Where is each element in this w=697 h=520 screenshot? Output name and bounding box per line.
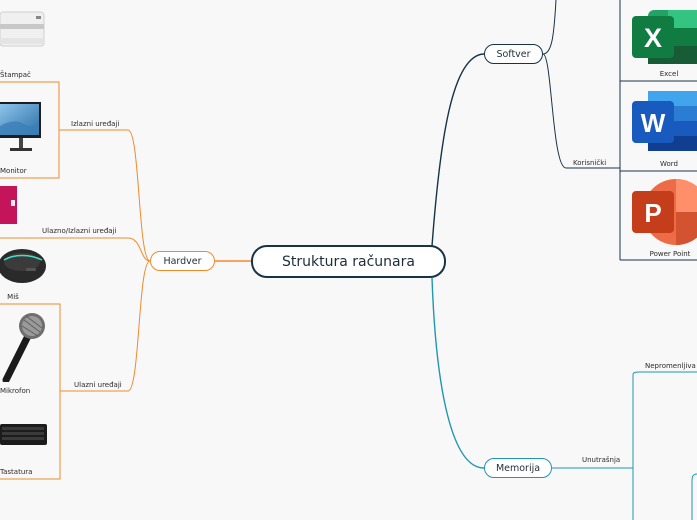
topic-hardver-label: Hardver: [163, 255, 202, 267]
microphone-icon: [2, 313, 45, 382]
topic-softver-label: Softver: [496, 48, 531, 60]
subtopic-ulazni-uredjaji[interactable]: Ulazni uređaji: [74, 381, 122, 389]
connector-nepromenljiva: [632, 371, 697, 376]
connector-central-softver: [431, 53, 485, 247]
app-excel-caption: Excel: [659, 70, 679, 78]
powerpoint-icon: P: [632, 179, 697, 245]
connector-memorija-next: [691, 473, 697, 520]
monitor-icon: [0, 102, 41, 151]
connector-central-memorija: [431, 277, 485, 469]
topic-memorija-label: Memorija: [495, 462, 541, 474]
app-word-caption: Word: [660, 160, 678, 168]
item-tastatura[interactable]: Tastatura: [0, 468, 33, 476]
svg-text:X: X: [644, 23, 662, 53]
connector-softver-korisnicki: [542, 53, 620, 169]
excel-icon: X: [632, 10, 697, 64]
printer-icon: [0, 11, 45, 47]
topic-memorija[interactable]: Memorija: [484, 458, 552, 478]
item-mis[interactable]: Miš: [7, 293, 19, 301]
mouse-icon: [0, 249, 46, 283]
frame-ulazni: [0, 303, 61, 480]
subtopic-ulazno-izlazni-uredjaji[interactable]: Ulazno/Izlazni uređaji: [42, 227, 117, 235]
connector-hardver-ulazno-izlazni: [0, 237, 151, 262]
svg-text:P: P: [644, 198, 661, 228]
topic-hardver[interactable]: Hardver: [150, 251, 215, 271]
svg-text:W: W: [641, 108, 666, 138]
item-monitor[interactable]: Monitor: [0, 167, 27, 175]
app-powerpoint-caption: Power Point: [649, 250, 691, 258]
connector-softver-up: [542, 0, 557, 55]
hardware-image-icon: [0, 186, 17, 224]
frame-izlazni: [0, 81, 60, 179]
subtopic-izlazni-uredjaji[interactable]: Izlazni uređaji: [71, 120, 120, 128]
word-icon: W: [632, 91, 697, 151]
subtopic-unutrasnja[interactable]: Unutrašnja: [582, 456, 621, 464]
subtopic-nepromenljiva[interactable]: Nepromenljiva: [645, 362, 696, 370]
central-topic[interactable]: Struktura računara: [251, 245, 446, 278]
keyboard-icon: [0, 424, 47, 445]
item-stampac[interactable]: Štampač: [0, 71, 31, 79]
central-topic-label: Struktura računara: [282, 253, 415, 270]
connector-hardver-ulazni: [60, 260, 151, 392]
subtopic-korisnicki[interactable]: Korisnički: [573, 159, 607, 167]
topic-softver[interactable]: Softver: [484, 44, 543, 64]
item-mikrofon[interactable]: Mikrofon: [0, 387, 31, 395]
connector-hardver-izlazni: [59, 129, 151, 262]
